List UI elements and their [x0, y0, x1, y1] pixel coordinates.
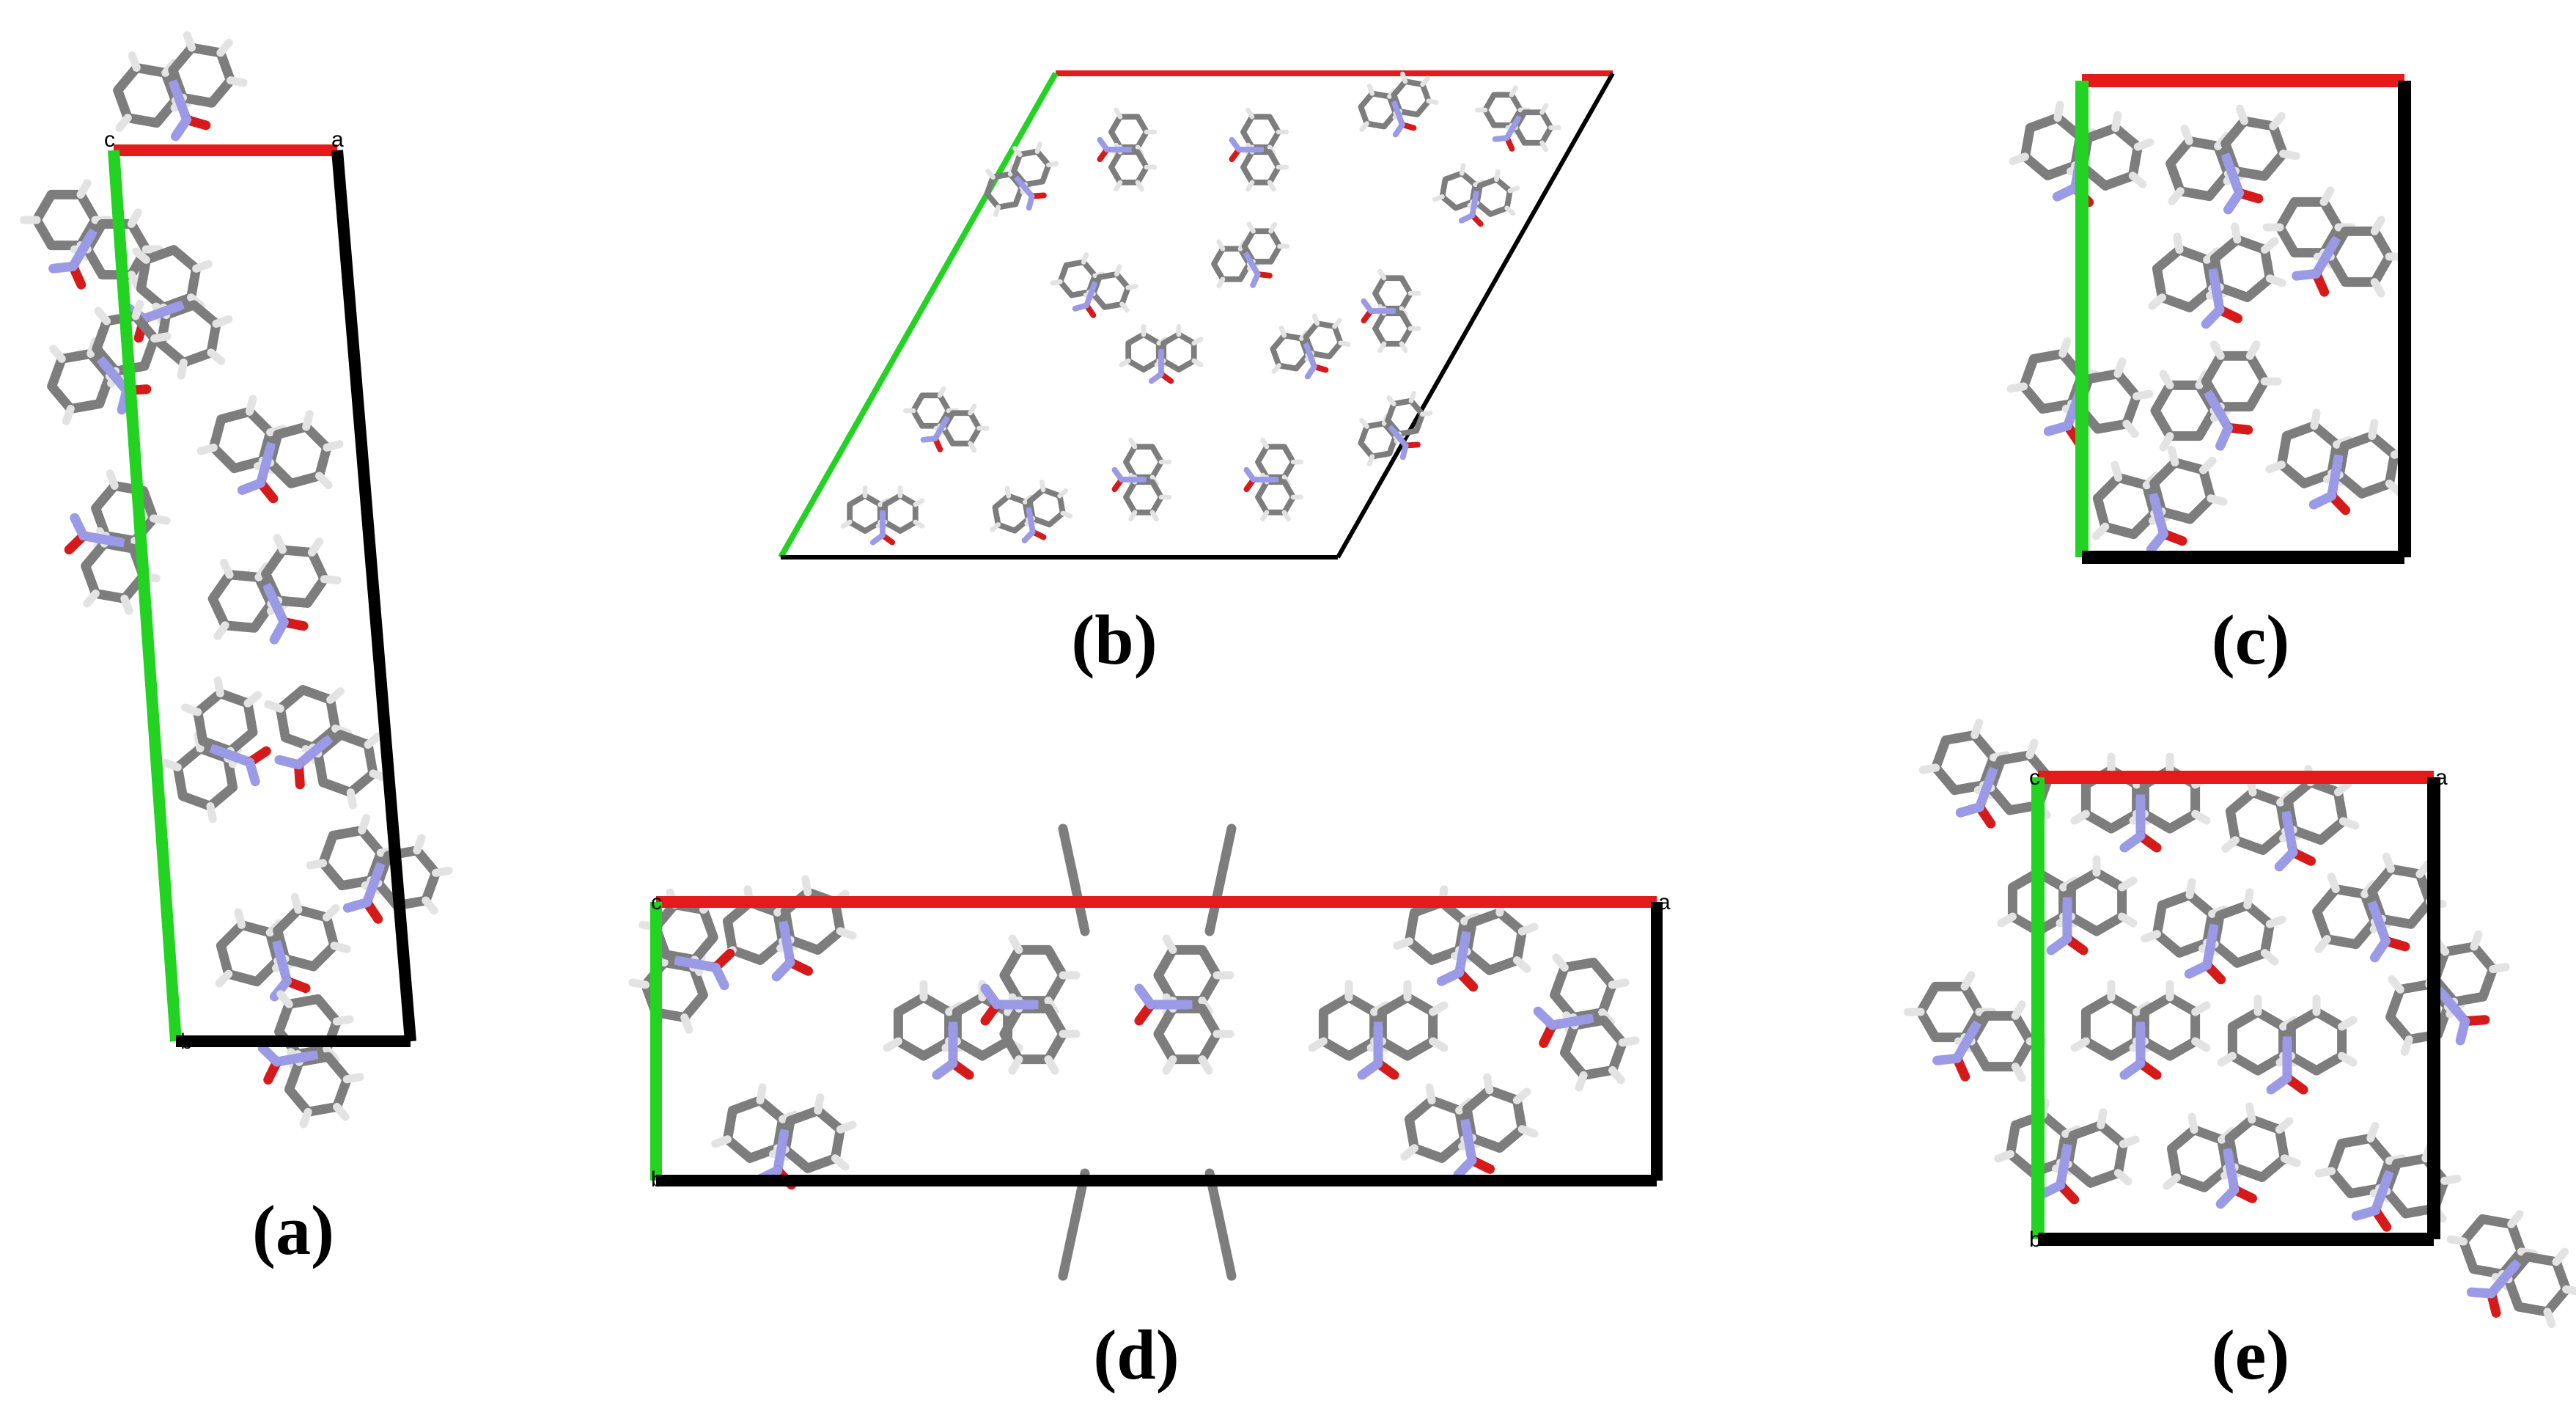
panel-e-label: (e)	[2212, 1316, 2290, 1394]
panel-d-origin-letter: c	[651, 890, 662, 914]
panel-b-unit-cell	[778, 70, 1615, 560]
panel-a-b-letter: b	[180, 1030, 193, 1054]
panel-b-molecules	[843, 67, 1565, 546]
panel-b: (b)	[778, 67, 1615, 679]
panel-d-a-letter: a	[1658, 890, 1671, 914]
panel-c: (c)	[2001, 74, 2413, 679]
panel-e-a-letter: a	[2435, 766, 2448, 790]
panel-a-a-letter: a	[331, 128, 344, 152]
panel-a-origin-letter: c	[104, 128, 115, 152]
panel-e-molecules	[1894, 710, 2576, 1345]
panel-e-unit-cell	[2031, 771, 2440, 1246]
panel-c-molecules	[2001, 96, 2413, 562]
panel-c-label: (c)	[2212, 601, 2290, 679]
panel-a-unit-cell	[108, 144, 416, 1047]
panel-e-origin-letter: c	[2029, 766, 2040, 790]
panel-b-label: (b)	[1071, 601, 1157, 679]
panel-d-b-letter: b	[651, 1167, 663, 1192]
panel-d-label: (d)	[1093, 1316, 1179, 1394]
panel-a-label: (a)	[252, 1191, 334, 1269]
panel-d-molecules	[626, 823, 1641, 1281]
panel-a: c a b (a)	[10, 23, 456, 1269]
panel-d-unit-cell	[650, 896, 1663, 1186]
panel-e: c a b (e)	[1894, 710, 2576, 1394]
panel-c-unit-cell	[2075, 74, 2411, 564]
panel-d: c a b (d)	[626, 823, 1671, 1394]
panel-e-b-letter: b	[2029, 1228, 2042, 1252]
panel-a-molecules	[10, 23, 456, 1129]
